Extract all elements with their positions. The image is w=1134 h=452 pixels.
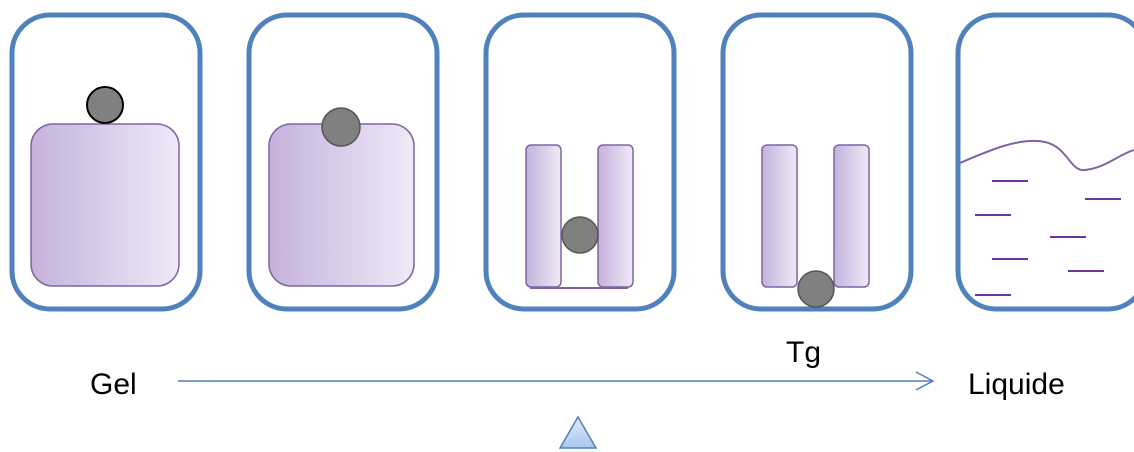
panel-1	[9, 12, 203, 312]
panel-4-left-bar	[761, 144, 798, 288]
panel-4	[720, 12, 914, 312]
panel-3-left-bar	[525, 144, 562, 288]
panel-1-ball	[86, 86, 124, 124]
panel-3-ball	[561, 216, 599, 254]
panel-5-frame	[955, 12, 1134, 312]
panel-5-molecules	[975, 180, 1121, 296]
panel-3-right-bar	[597, 144, 634, 288]
panel-1-block	[30, 123, 180, 287]
panel-3	[483, 12, 677, 312]
panel-3-frame	[483, 12, 677, 312]
transition-arrow	[178, 371, 935, 391]
panel-4-frame	[720, 12, 914, 312]
panel-2	[246, 12, 440, 312]
right-arrow-icon	[915, 371, 935, 391]
panel-4-ball	[797, 270, 835, 308]
panel-4-right-bar	[833, 144, 870, 288]
panel-2-block	[268, 123, 415, 287]
panel-5	[955, 12, 1134, 312]
triangle-up-icon	[558, 415, 598, 449]
panel-1-frame	[9, 12, 203, 312]
label-gel: Gel	[90, 368, 137, 401]
label-liquide: Liquide	[968, 368, 1065, 401]
label-tg: Tg	[786, 336, 821, 369]
panel-2-frame	[246, 12, 440, 312]
panel-2-ball	[321, 107, 361, 147]
panel-5-liquid-surface	[959, 140, 1134, 172]
